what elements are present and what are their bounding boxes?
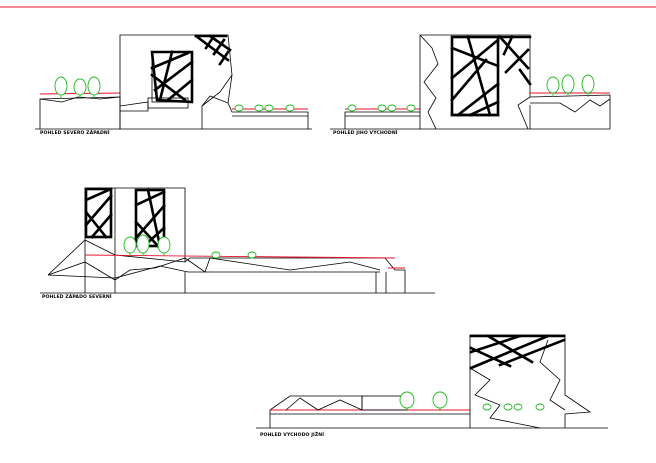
wing-outline (269, 395, 363, 428)
tree-group (399, 391, 448, 411)
terrace-step (119, 101, 149, 112)
left-lattice (84, 187, 113, 239)
terrace-facets (39, 96, 121, 103)
elevation-label-north-west: POHLED SEVERO ZÁPADNÍ (40, 131, 110, 136)
terrace-right (529, 94, 611, 129)
elevation-north-west (35, 34, 312, 130)
corner-lattice (194, 34, 232, 66)
shrub-group (211, 251, 257, 259)
wing-facets (47, 257, 381, 281)
shrub-group (482, 403, 545, 411)
terrace-left (39, 96, 121, 129)
tower-facets (539, 339, 566, 411)
facade-facets (201, 74, 233, 107)
wing-right (227, 102, 309, 129)
terrace-facets (530, 98, 611, 113)
tower-outline (419, 34, 531, 130)
window-lattice (450, 35, 500, 117)
elevation-west-north (40, 187, 435, 294)
tree-group (546, 74, 595, 97)
tower-facets (419, 34, 439, 130)
elevation-label-west-north: POHLED ZÁPADO SEVERNÍ (42, 295, 112, 300)
shrub-group (234, 104, 295, 112)
elevation-label-east-south: POHLED VÝCHODO JIŽNÍ (260, 433, 325, 438)
tree-group (54, 76, 101, 99)
elevation-south-east (330, 34, 611, 130)
roof-railing (84, 254, 396, 259)
window-lattice (150, 50, 194, 104)
tree-group (123, 234, 171, 256)
wing-facets (285, 397, 363, 411)
tower-lattice (469, 334, 566, 370)
elevation-label-south-east: POHLED JIHO VÝCHODNÍ (333, 131, 398, 136)
elevation-east-south (256, 334, 608, 429)
shrub-group (347, 104, 416, 112)
wing-outline (47, 239, 406, 293)
corner-lattice (498, 35, 532, 86)
entrance-block (147, 97, 189, 109)
wing-left (344, 111, 420, 129)
wing-lower (47, 265, 380, 279)
tower-facets (469, 367, 541, 429)
